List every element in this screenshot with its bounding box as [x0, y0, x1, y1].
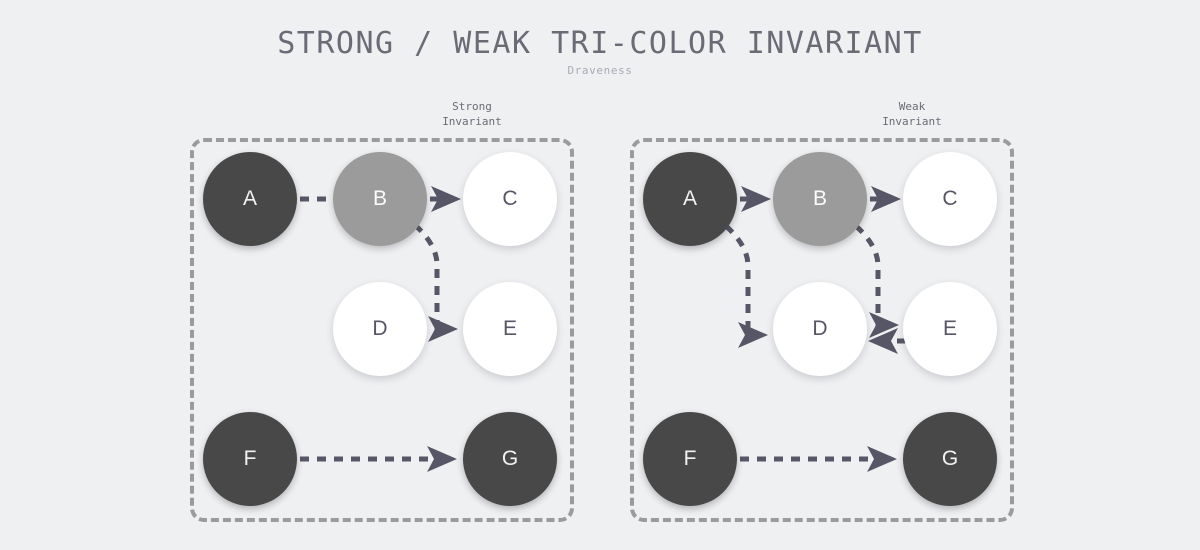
page-title: STRONG / WEAK TRI-COLOR INVARIANT	[277, 26, 923, 61]
panel-strong	[190, 138, 574, 522]
node-label: E	[502, 317, 517, 340]
node-strong-c[interactable]: C	[463, 152, 557, 246]
node-strong-b[interactable]: B	[333, 152, 427, 246]
node-weak-b[interactable]: B	[773, 152, 867, 246]
node-label: D	[812, 317, 828, 340]
node-label: A	[242, 187, 257, 210]
node-weak-a[interactable]: A	[643, 152, 737, 246]
panel-caption-strong: Strong Invariant	[442, 100, 502, 128]
node-label: F	[243, 447, 257, 470]
node-strong-e[interactable]: E	[463, 282, 557, 376]
node-strong-f[interactable]: F	[203, 412, 297, 506]
node-strong-d[interactable]: D	[333, 282, 427, 376]
panel-caption-weak: Weak Invariant	[882, 100, 942, 128]
node-label: G	[501, 447, 519, 470]
node-label: E	[942, 317, 957, 340]
node-label: G	[941, 447, 959, 470]
page-subtitle: Draveness	[567, 64, 633, 77]
node-label: C	[942, 187, 958, 210]
node-weak-e[interactable]: E	[903, 282, 997, 376]
node-strong-a[interactable]: A	[203, 152, 297, 246]
node-weak-g[interactable]: G	[903, 412, 997, 506]
node-weak-c[interactable]: C	[903, 152, 997, 246]
node-label: C	[502, 187, 518, 210]
node-label: B	[372, 187, 387, 210]
node-label: F	[683, 447, 697, 470]
node-weak-d[interactable]: D	[773, 282, 867, 376]
node-label: B	[812, 187, 827, 210]
node-label: D	[372, 317, 388, 340]
node-strong-g[interactable]: G	[463, 412, 557, 506]
node-label: A	[682, 187, 697, 210]
node-weak-f[interactable]: F	[643, 412, 737, 506]
panel-weak	[630, 138, 1014, 522]
